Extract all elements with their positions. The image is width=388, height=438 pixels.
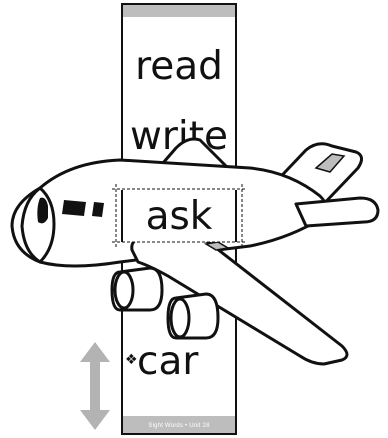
word-car: car (137, 339, 199, 384)
strip-footer-label: Sight Words • Unit 28 (148, 423, 210, 429)
up-down-arrow-icon (80, 342, 110, 430)
strip-top-cap (123, 5, 235, 17)
bullet-diamond: ❖ (125, 352, 138, 368)
word-ask: ask (145, 194, 213, 239)
strip-bottom-cap: Sight Words • Unit 28 (123, 416, 235, 433)
word-read: read (135, 44, 223, 89)
